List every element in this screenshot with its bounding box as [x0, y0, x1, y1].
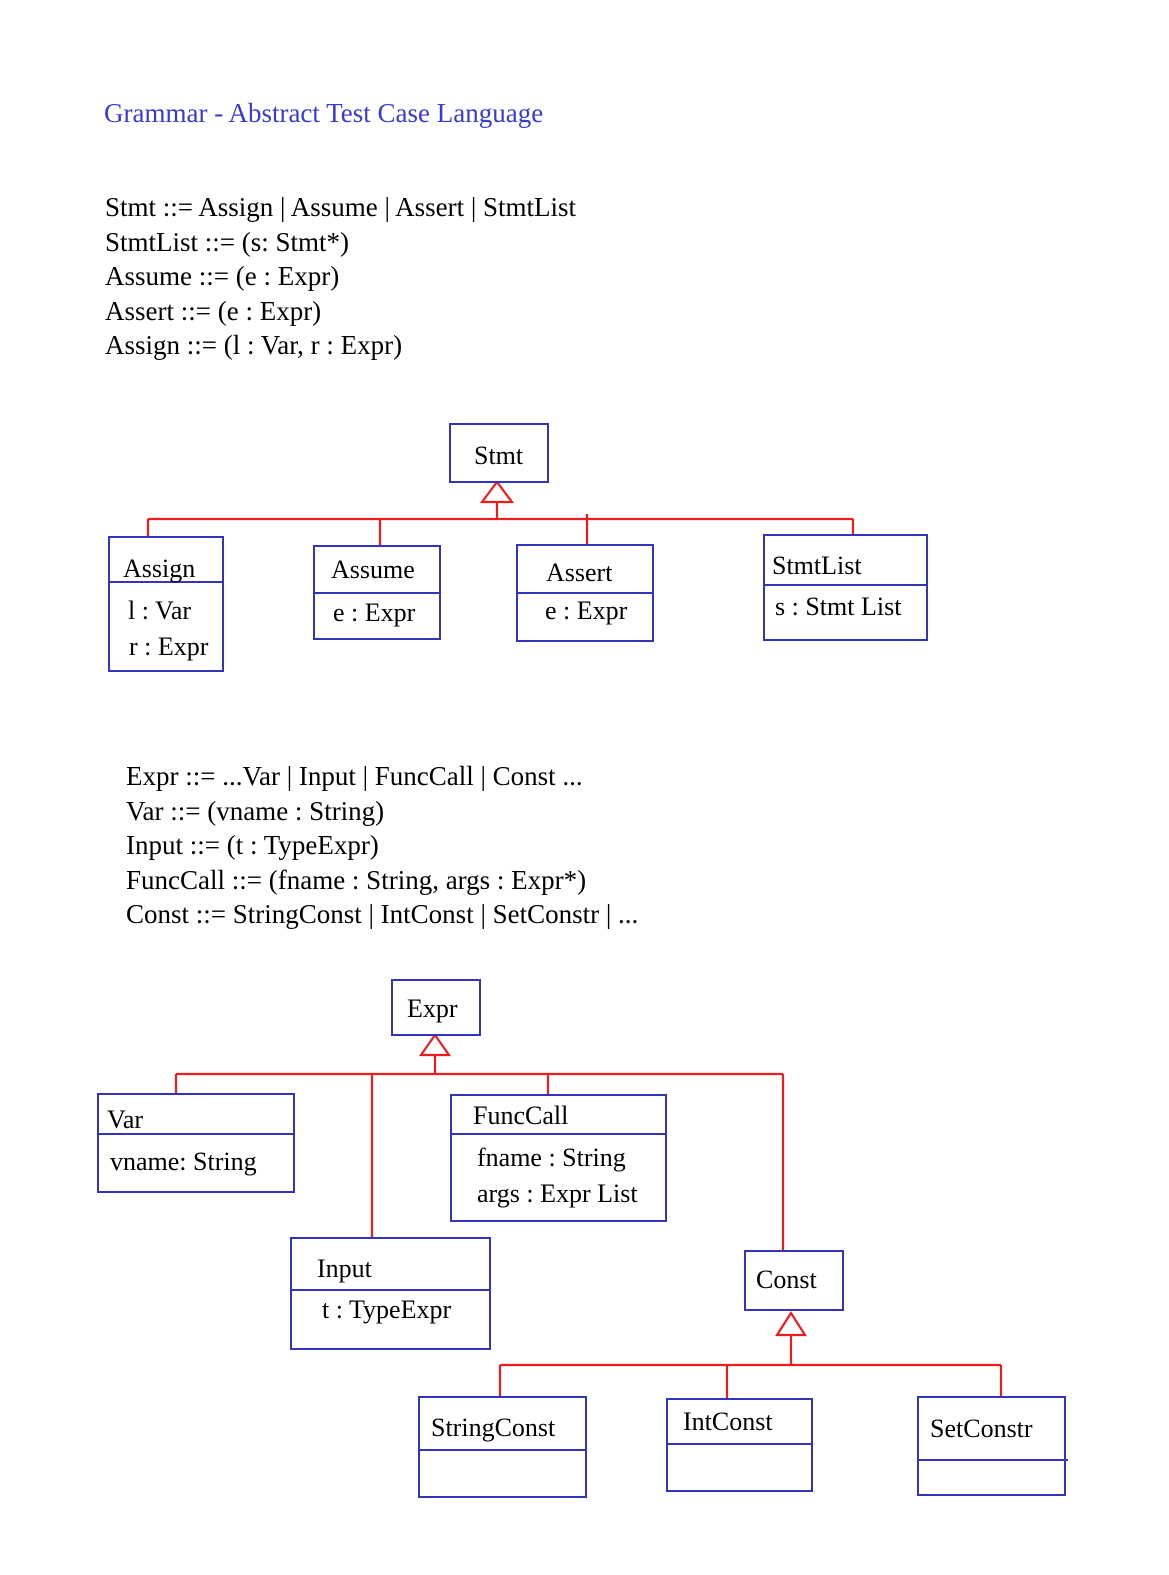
class-name-const: Const [756, 1265, 817, 1294]
grammar-rule: Expr ::= ...Var | Input | FuncCall | Con… [126, 761, 583, 791]
class-box-const [744, 1250, 844, 1311]
class-box-input [290, 1237, 491, 1350]
inheritance-arrow [774, 1310, 808, 1337]
class-attribute: args : Expr List [477, 1179, 638, 1208]
class-box-assign [108, 536, 224, 672]
class-name-assume: Assume [331, 555, 415, 584]
grammar-rule: Stmt ::= Assign | Assume | Assert | Stmt… [105, 192, 577, 222]
class-box-var [97, 1093, 295, 1193]
class-name-stringconst: StringConst [431, 1413, 556, 1442]
class-box-expr [391, 979, 481, 1036]
class-name-stmt: Stmt [474, 441, 524, 470]
grammar-rule: Input ::= (t : TypeExpr) [126, 830, 379, 860]
grammar-rule: Var ::= (vname : String) [126, 795, 385, 826]
class-boxes [97, 423, 1068, 1498]
inheritance-connectors [146, 480, 1003, 1399]
class-name-setconstr: SetConstr [930, 1414, 1033, 1443]
grammar-rule: Assert ::= (e : Expr) [105, 295, 322, 326]
grammar-rule: Assume ::= (e : Expr) [105, 261, 340, 291]
class-box-funccall [450, 1094, 667, 1222]
grammar-rule: Const ::= StringConst | IntConst | SetCo… [126, 899, 639, 929]
class-attribute: t : TypeExpr [322, 1295, 451, 1324]
inheritance-arrow [418, 1033, 452, 1057]
class-name-var: Var [107, 1105, 143, 1134]
class-attribute: vname: String [110, 1147, 257, 1176]
class-attribute: fname : String [477, 1143, 626, 1172]
class-box-stmt [449, 423, 549, 483]
class-name-expr: Expr [407, 994, 458, 1023]
stmt-grammar: Stmt ::= Assign | Assume | Assert | Stmt… [105, 190, 576, 363]
class-name-assert: Assert [546, 558, 613, 587]
class-attribute: s : Stmt List [775, 592, 902, 621]
class-box-setconstr [917, 1396, 1066, 1496]
class-name-intconst: IntConst [683, 1407, 773, 1436]
page-title: Grammar - Abstract Test Case Language [104, 98, 544, 128]
grammar-rule: StmtList ::= (s: Stmt*) [105, 226, 350, 257]
class-labels: Stmt Assign l : Var r : Expr Assume e : … [107, 441, 1033, 1443]
class-attribute: l : Var [128, 596, 191, 625]
class-name-input: Input [317, 1254, 373, 1283]
grammar-rule: FuncCall ::= (fname : String, args : Exp… [126, 864, 587, 895]
expr-grammar: Expr ::= ...Var | Input | FuncCall | Con… [126, 759, 638, 932]
class-name-assign: Assign [123, 554, 195, 583]
inheritance-arrow [479, 480, 515, 504]
class-box-stmtlist [763, 534, 928, 641]
grammar-rule: Assign ::= (l : Var, r : Expr) [105, 330, 403, 360]
class-attribute: r : Expr [129, 632, 209, 661]
class-attribute: e : Expr [545, 596, 628, 625]
class-name-stmtlist: StmtList [772, 551, 862, 580]
class-attribute: e : Expr [333, 598, 416, 627]
class-box-stringconst [418, 1396, 587, 1498]
class-name-funccall: FuncCall [473, 1101, 568, 1130]
